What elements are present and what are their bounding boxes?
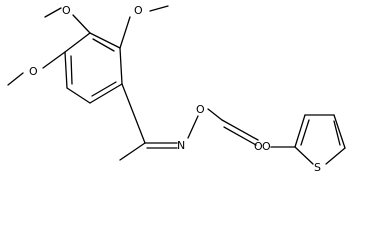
- bond-n-o: [187, 115, 199, 139]
- bond-thio-1: [294, 114, 306, 148]
- atom-o-methoxy-top: O: [62, 4, 71, 17]
- bond-thio-5: [294, 146, 314, 165]
- atom-o-ether: O: [262, 140, 271, 153]
- molecule-structure: O O O N O O O S: [7, 4, 346, 174]
- atom-s-thiophene: S: [314, 161, 321, 174]
- bond-thio-inner-1: [300, 119, 310, 146]
- bond-methoxy-left-2: [7, 72, 24, 86]
- atom-o-carbonyl: O: [254, 140, 263, 153]
- bond-ring-inner-1: [92, 38, 115, 52]
- bond-methoxy-top-2: [44, 7, 62, 18]
- bond-ring-1: [89, 32, 121, 49]
- bond-thio-3: [333, 114, 346, 149]
- bond-methoxy-topright-2: [149, 5, 169, 12]
- bond-methoxy-top-1: [72, 14, 91, 34]
- atom-o-methoxy-topright: O: [134, 4, 143, 17]
- bonds: [7, 5, 346, 165]
- bond-methyl: [119, 142, 146, 161]
- bond-ring-2: [119, 47, 123, 85]
- bond-ring-6: [64, 32, 91, 53]
- bond-thio-inner-2: [333, 120, 341, 146]
- bond-methoxy-left-1: [42, 51, 66, 69]
- bond-ring-to-imine: [121, 83, 146, 144]
- bond-o-ch2: [207, 108, 223, 121]
- bond-thio-4: [325, 147, 346, 165]
- bond-ring-inner-3: [70, 55, 73, 85]
- structure-canvas: O O O N O O O S: [7, 4, 346, 174]
- bond-ring-inner-2: [91, 81, 117, 97]
- bond-ring-3: [89, 83, 123, 104]
- bond-ring-5: [64, 51, 68, 89]
- atom-o-methoxy-left: O: [29, 65, 38, 78]
- atom-labels: O O O N O O O S: [29, 4, 321, 174]
- bond-c-o-1: [221, 119, 259, 141]
- bond-ring-4: [66, 87, 91, 104]
- atom-n-oxime: N: [177, 139, 185, 152]
- bond-methoxy-topright-1: [119, 16, 131, 49]
- atom-o-oxime: O: [196, 103, 205, 116]
- bond-c-o-2: [223, 126, 257, 146]
